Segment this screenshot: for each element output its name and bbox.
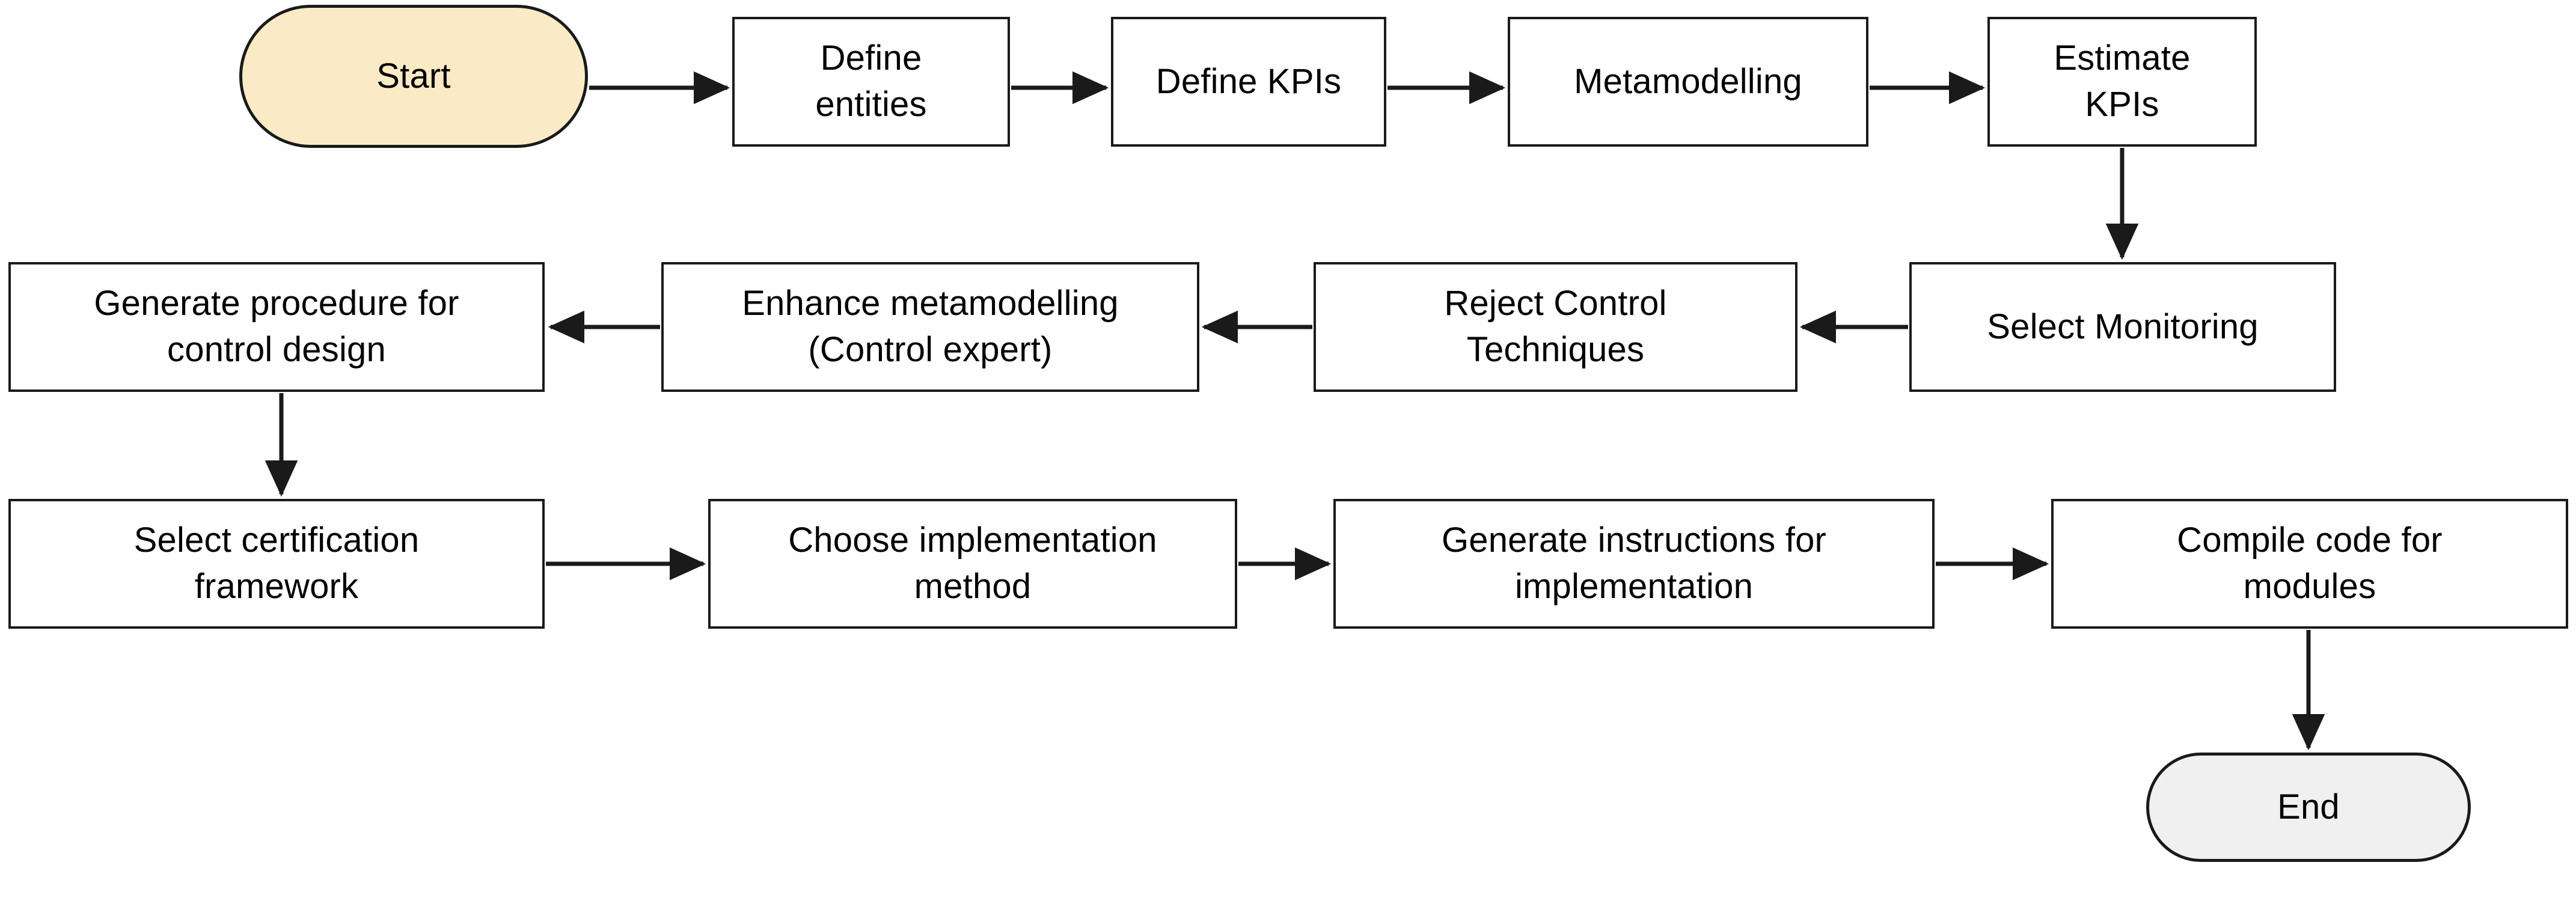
node-label: Select Monitoring — [1987, 307, 2259, 346]
node-start[interactable]: Start — [239, 5, 588, 148]
node-generate-procedure[interactable]: Generate procedure for control design — [8, 262, 545, 392]
node-choose-impl[interactable]: Choose implementation method — [708, 499, 1237, 629]
node-label: Choose implementation method — [788, 521, 1157, 606]
node-label: Define entities — [815, 38, 927, 124]
node-compile-code[interactable]: Compile code for modules — [2051, 499, 2568, 629]
node-estimate-kpis[interactable]: Estimate KPIs — [1987, 17, 2257, 147]
node-label: Compile code for modules — [2177, 521, 2443, 606]
node-select-cert[interactable]: Select certification framework — [8, 499, 545, 629]
node-reject-control[interactable]: Reject Control Techniques — [1314, 262, 1797, 392]
node-label: Select certification framework — [133, 521, 420, 606]
node-generate-instr[interactable]: Generate instructions for implementation — [1333, 499, 1935, 629]
node-label: Reject Control Techniques — [1444, 284, 1667, 369]
node-label: Estimate KPIs — [2054, 38, 2191, 124]
node-metamodelling[interactable]: Metamodelling — [1508, 17, 1868, 147]
node-label: Metamodelling — [1574, 61, 1802, 101]
node-label: Enhance metamodelling (Control expert) — [742, 284, 1119, 369]
node-label: Define KPIs — [1155, 61, 1342, 101]
node-label: Generate procedure for control design — [94, 284, 459, 369]
node-select-monitoring[interactable]: Select Monitoring — [1909, 262, 2336, 392]
node-label: Start — [376, 56, 451, 96]
node-end[interactable]: End — [2146, 753, 2471, 862]
node-label: Generate instructions for implementation — [1441, 521, 1827, 606]
node-label: End — [2277, 787, 2340, 826]
node-define-entities[interactable]: Define entities — [732, 17, 1010, 147]
node-enhance-meta[interactable]: Enhance metamodelling (Control expert) — [661, 262, 1199, 392]
node-define-kpis[interactable]: Define KPIs — [1111, 17, 1386, 147]
